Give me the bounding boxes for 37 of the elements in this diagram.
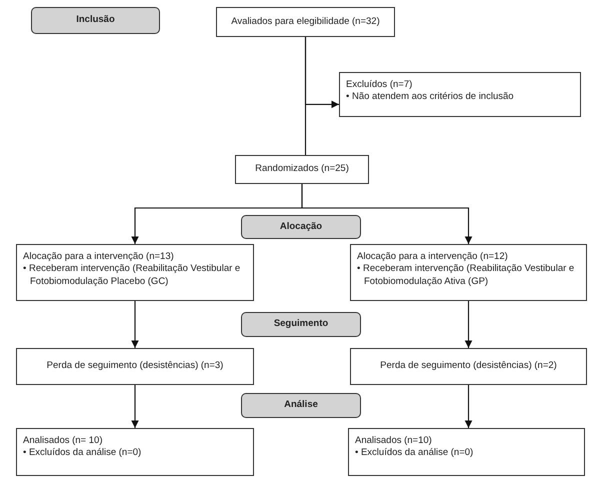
bullet-item: • Receberam intervenção (Reabilitação Vestibular e Fotobiomodulação Placebo (GC) — [23, 263, 242, 288]
box-heading: Perda de seguimento (desistências) (n=2) — [380, 360, 557, 373]
process-box — [16, 348, 254, 385]
box-heading: Análise — [284, 399, 318, 412]
process-box — [235, 155, 369, 184]
stage-label — [241, 393, 361, 418]
bullet-item: • Receberam intervenção (Reabilitação Vestibular e Fotobiomodulação Ativa (GP) — [357, 263, 576, 288]
arrow — [131, 385, 139, 428]
box-heading: Excluídos (n=7) — [346, 79, 414, 92]
box-heading: Avaliados para elegibilidade (n=32) — [231, 16, 380, 28]
bullet-item: • Não atendem aos critérios de inclusão — [346, 91, 515, 104]
process-box — [350, 244, 587, 301]
arrow — [304, 37, 339, 108]
box-heading: Analisados (n=10) — [355, 435, 433, 448]
process-box — [216, 7, 395, 37]
process-box — [350, 348, 587, 385]
arrow — [464, 301, 472, 348]
process-box — [16, 244, 254, 301]
box-heading: Randomizados (n=25) — [255, 163, 349, 176]
box-heading: Perda de seguimento (desistências) (n=3) — [46, 360, 224, 373]
stage-label — [241, 215, 361, 239]
box-heading: Inclusão — [76, 14, 115, 27]
arrow — [464, 385, 472, 428]
arrow — [131, 301, 139, 348]
process-box — [339, 72, 581, 117]
box-heading: Alocação para a intervenção (n=12) — [357, 251, 509, 264]
bullet-item: • Excluídos da análise (n=0) — [23, 447, 142, 460]
stage-label — [241, 312, 361, 337]
box-heading: Alocação para a intervenção (n=13) — [23, 251, 175, 264]
process-box — [16, 428, 254, 476]
stage-label — [31, 7, 160, 34]
box-heading: Seguimento — [274, 318, 328, 331]
box-heading: Analisados (n= 10) — [23, 435, 104, 448]
process-box — [348, 428, 585, 476]
arrow — [301, 184, 472, 244]
box-heading: Alocação — [280, 220, 322, 234]
bullet-item: • Excluídos da análise (n=0) — [355, 447, 474, 460]
